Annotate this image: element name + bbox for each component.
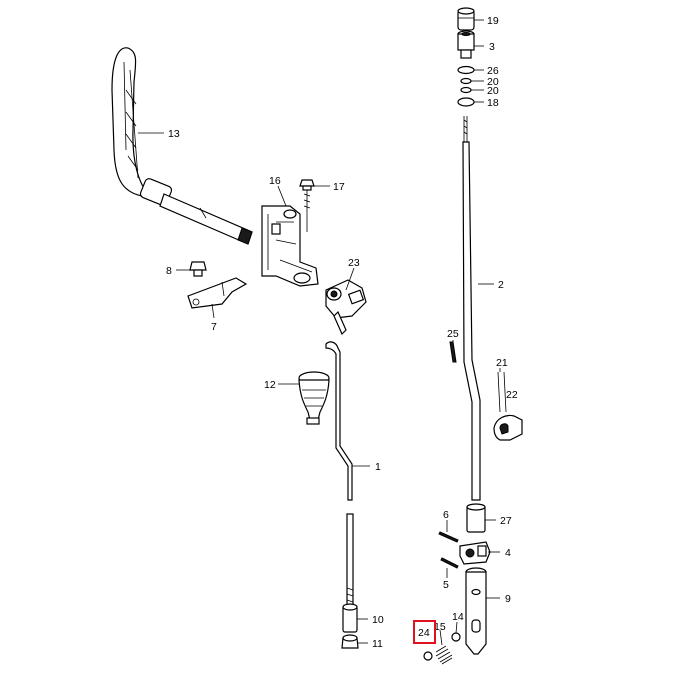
callout-21[interactable]: 21 — [496, 357, 508, 369]
callout-4[interactable]: 4 — [505, 547, 511, 559]
part-4-collar[interactable] — [459, 541, 491, 565]
callout-13[interactable]: 13 — [168, 128, 180, 140]
callout-25[interactable]: 25 — [447, 328, 459, 340]
callout-11[interactable]: 11 — [372, 638, 383, 650]
callout-24[interactable]: 24 — [418, 627, 430, 639]
part-11-nut[interactable] — [341, 634, 359, 649]
callout-22[interactable]: 22 — [506, 389, 518, 401]
callout-5[interactable]: 5 — [443, 579, 449, 591]
callout-6[interactable]: 6 — [443, 509, 449, 521]
callout-labels: 19 3 26 20 20 18 13 16 17 2 8 23 7 25 21… — [166, 15, 518, 650]
callout-8[interactable]: 8 — [166, 265, 172, 277]
part-21-clip[interactable] — [497, 371, 507, 413]
part-24-ball[interactable] — [423, 651, 433, 661]
part-5-pin[interactable] — [440, 557, 459, 569]
part-9-lower-shaft[interactable] — [465, 567, 487, 655]
part-3-bushing[interactable] — [457, 30, 475, 59]
callout-23[interactable]: 23 — [348, 257, 360, 269]
callout-18[interactable]: 18 — [487, 97, 499, 109]
part-20-washer-a[interactable] — [460, 77, 472, 85]
part-23-clamp[interactable] — [325, 279, 367, 336]
part-18-washer[interactable] — [457, 97, 475, 107]
callout-26[interactable]: 26 — [487, 65, 499, 77]
part-7-plate[interactable] — [187, 277, 248, 309]
part-14-ball[interactable] — [451, 632, 461, 642]
callout-20b[interactable]: 20 — [487, 85, 499, 97]
callout-24-highlight-box — [413, 620, 436, 644]
part-22-clip-body[interactable] — [493, 414, 523, 441]
part-19-cap[interactable] — [457, 7, 475, 31]
part-8-bolt[interactable] — [189, 261, 207, 277]
part-27-sleeve[interactable] — [466, 503, 486, 533]
callout-20a[interactable]: 20 — [487, 76, 499, 88]
part-16-lever-bracket[interactable] — [261, 205, 319, 287]
callout-9[interactable]: 9 — [505, 593, 511, 605]
callout-16[interactable]: 16 — [269, 175, 281, 187]
callout-19[interactable]: 19 — [487, 15, 499, 27]
leader-lines — [138, 19, 501, 646]
callout-3[interactable]: 3 — [489, 41, 495, 53]
part-10-coupling-nut[interactable] — [342, 603, 358, 633]
part-12-rubber-boot[interactable] — [298, 371, 330, 425]
part-6-pin[interactable] — [438, 531, 459, 543]
callout-15[interactable]: 15 — [434, 621, 446, 633]
part-13-tiller-handle[interactable] — [111, 47, 253, 245]
callout-10[interactable]: 10 — [372, 614, 384, 626]
callout-7[interactable]: 7 — [211, 321, 217, 333]
part-17-bolt[interactable] — [299, 179, 315, 232]
part-15-spring[interactable] — [435, 645, 453, 665]
callout-1[interactable]: 1 — [375, 461, 381, 473]
callout-27[interactable]: 27 — [500, 515, 512, 527]
part-20-washer-b[interactable] — [460, 86, 472, 94]
part-26-o-ring[interactable] — [457, 65, 475, 75]
part-25-pin[interactable] — [449, 341, 457, 363]
callout-14[interactable]: 14 — [452, 611, 464, 623]
callout-2[interactable]: 2 — [498, 279, 504, 291]
callout-17[interactable]: 17 — [333, 181, 345, 193]
part-2-main-shaft[interactable] — [462, 116, 481, 501]
part-1-shift-rod[interactable] — [325, 341, 354, 607]
callout-12[interactable]: 12 — [264, 379, 276, 391]
